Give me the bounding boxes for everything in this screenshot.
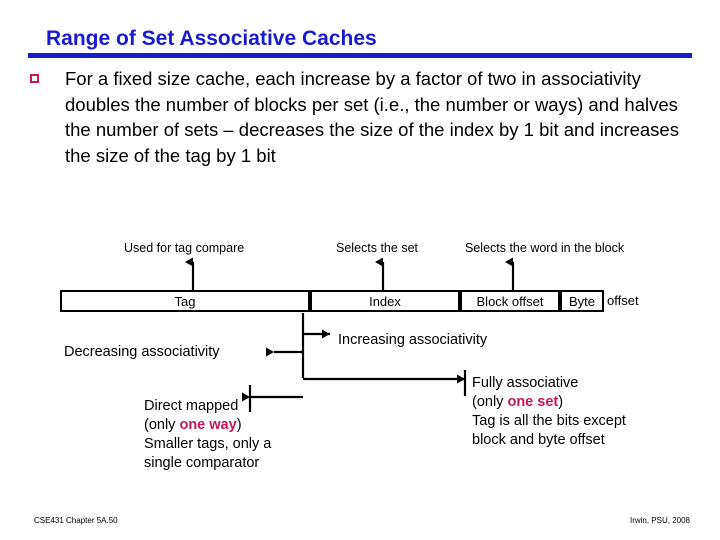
address-field-tag: Tag bbox=[60, 290, 310, 312]
note-direct-mapped-line2-post: ) bbox=[236, 417, 242, 433]
byte-offset-tail-label: offset bbox=[607, 293, 639, 308]
note-direct-mapped: Direct mapped (only one way) Smaller tag… bbox=[144, 397, 271, 473]
address-field-byte: Byte bbox=[560, 290, 604, 312]
note-direct-mapped-highlight: one way bbox=[179, 417, 237, 433]
callout-label-block: Selects the word in the block bbox=[465, 241, 625, 255]
note-fully-associative-line1: Fully associative bbox=[472, 375, 579, 391]
bullet-paragraph: For a fixed size cache, each increase by… bbox=[26, 66, 696, 168]
note-direct-mapped-line2-pre: (only bbox=[144, 417, 180, 433]
footer-attribution-label: Irwin, PSU, 2008 bbox=[629, 516, 690, 525]
address-field-block-offset: Block offset bbox=[460, 290, 560, 312]
label-increasing-associativity: Increasing associativity bbox=[338, 332, 488, 348]
note-direct-mapped-line1: Direct mapped bbox=[144, 398, 239, 414]
note-fully-associative-line2-pre: (only bbox=[472, 394, 508, 410]
page-title: Range of Set Associative Caches bbox=[46, 27, 377, 50]
note-direct-mapped-line2: (only one way) bbox=[144, 416, 271, 435]
bullet-text: For a fixed size cache, each increase by… bbox=[65, 68, 679, 166]
note-fully-associative: Fully associative (only one set) Tag is … bbox=[472, 374, 626, 450]
title-underline-rule bbox=[28, 53, 692, 58]
note-direct-mapped-line4: single comparator bbox=[144, 455, 260, 471]
footer-course-label: CSE431 Chapter 5A.50 bbox=[34, 516, 118, 525]
label-decreasing-associativity: Decreasing associativity bbox=[64, 344, 220, 360]
hollow-square-bullet-icon bbox=[30, 74, 39, 83]
note-fully-associative-line2: (only one set) bbox=[472, 393, 626, 412]
note-direct-mapped-line3: Smaller tags, only a bbox=[144, 436, 272, 452]
address-field-index: Index bbox=[310, 290, 460, 312]
callout-label-tag: Used for tag compare bbox=[124, 241, 245, 255]
note-fully-associative-line4: block and byte offset bbox=[472, 432, 605, 448]
note-fully-associative-line2-post: ) bbox=[558, 394, 564, 410]
note-fully-associative-line3: Tag is all the bits except bbox=[472, 413, 626, 429]
callout-label-index: Selects the set bbox=[336, 241, 418, 255]
note-fully-associative-highlight: one set bbox=[507, 394, 559, 410]
